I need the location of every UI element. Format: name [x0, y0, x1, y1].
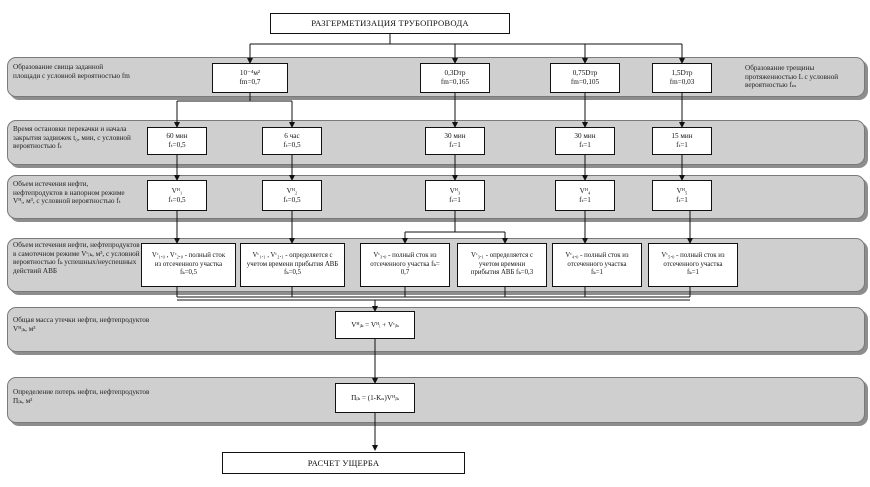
leak-area-prob: fm=0,7: [239, 78, 261, 86]
stop-time-box-5: 15 мин fₜ=1: [652, 127, 712, 155]
pressure-volume-box-2: Vᴴ₂ fₜ=0,5: [262, 180, 322, 211]
stop-time-value: 6 час: [284, 132, 300, 141]
gravity-volume-line1: Vᶜ₁.₀ , Vᶜ₂.₀ - полный сток: [151, 252, 226, 260]
gravity-volume-line1: Vᶜ₄.₀ - полный сток из: [565, 252, 629, 260]
gravity-volume-line3: fₖ=0,5: [179, 269, 198, 277]
losses-formula-box: Пᵢₖ = (1-Kₙ)Vᴴᵢₖ: [335, 383, 415, 413]
leak-area-value: 0,3Dтр: [444, 69, 466, 78]
title-box: РАЗГЕРМЕТИЗАЦИЯ ТРУБОПРОВОДА: [270, 13, 510, 34]
stop-time-value: 15 мин: [671, 132, 693, 141]
pressure-volume-value: Vᴴ₃: [449, 186, 461, 195]
gravity-volume-line1: Vᶜ₁.₁ , Vᶜ₂.₁ - определяется с: [252, 252, 333, 260]
gravity-volume-line2: учетом времени: [478, 260, 526, 268]
pressure-volume-value: Vᴴ₅: [676, 186, 688, 195]
gravity-volume-line3: 0,7: [400, 269, 410, 277]
total-mass-formula: Vᴴᵢₖ = Vᴴᵢ + Vᶜᵢₖ: [351, 320, 399, 329]
gravity-volume-line1: Vᶜ₅.₀ - полный сток из: [661, 252, 725, 260]
total-mass-formula-box: Vᴴᵢₖ = Vᴴᵢ + Vᶜᵢₖ: [335, 311, 415, 339]
pressure-volume-prob: fₜ=0,5: [283, 195, 301, 204]
leak-area-value: 0,75Dтр: [572, 69, 598, 78]
pressure-volume-prob: fₜ=0,5: [168, 195, 186, 204]
leak-area-prob: fm=0,03: [669, 78, 695, 86]
leak-area-box-3: 0,75Dтр fm=0,105: [550, 63, 620, 93]
gravity-volume-line1: Vᶜ₃.₁ - определяется с: [470, 252, 534, 260]
losses-formula: Пᵢₖ = (1-Kₙ)Vᴴᵢₖ: [351, 393, 399, 402]
gravity-volume-line1: Vᶜ₃.₀ - полный сток из: [373, 252, 437, 260]
leak-area-box-1: 10⁻⁴м² fm=0,7: [212, 63, 288, 93]
gravity-volume-box-6: Vᶜ₅.₀ - полный сток из отсеченного участ…: [648, 243, 738, 287]
stop-time-value: 30 мин: [574, 132, 596, 141]
stop-time-prob: fₜ=1: [579, 141, 591, 149]
stop-time-box-4: 30 мин fₜ=1: [555, 127, 615, 155]
gravity-volume-box-5: Vᶜ₄.₀ - полный сток из отсеченного участ…: [552, 243, 642, 287]
pressure-volume-box-4: Vᴴ₄ fₜ=1: [555, 180, 615, 211]
band-label-total-mass: Общая масса утечки нефти, нефтепродуктов…: [13, 316, 150, 333]
pressure-volume-prob: fₜ=1: [676, 195, 688, 204]
leak-area-value: 10⁻⁴м²: [239, 69, 261, 78]
pressure-volume-value: Vᴴ₂: [286, 186, 298, 195]
stop-time-box-2: 6 час fₜ=0,5: [262, 127, 322, 155]
gravity-volume-line3: fₖ=1: [687, 269, 699, 277]
band-label-gravity-volume: Объем истечения нефти, нефтепродуктов в …: [13, 241, 140, 275]
stop-time-value: 30 мин: [444, 132, 466, 141]
pressure-volume-value: Vᴴ₁: [171, 186, 183, 195]
band-label-stop-time: Время остановки перекачки и начала закры…: [13, 125, 131, 151]
stop-time-prob: fₜ=1: [449, 141, 461, 149]
gravity-volume-line2: отсеченного участка: [567, 260, 627, 268]
gravity-volume-box-3: Vᶜ₃.₀ - полный сток из отсеченного участ…: [360, 243, 450, 287]
stop-time-prob: fₜ=0,5: [168, 141, 186, 149]
band-losses: [7, 377, 865, 423]
leak-area-prob: fm=0,165: [440, 78, 470, 86]
band-total-mass: [7, 307, 865, 352]
gravity-volume-line3: fₖ=0,5: [283, 269, 302, 277]
pressure-volume-value: Vᴴ₄: [579, 186, 591, 195]
stop-time-prob: fₜ=0,5: [283, 141, 301, 149]
band-label-pressure-volume: Объем истечения нефти, нефтепродуктов в …: [13, 180, 125, 206]
stop-time-box-3: 30 мин fₜ=1: [425, 127, 485, 155]
right-note-crack: Образование трещины протяженностью L с у…: [745, 64, 839, 90]
gravity-volume-box-4: Vᶜ₃.₁ - определяется с учетом времени пр…: [457, 243, 547, 287]
gravity-volume-line3: fₖ=1: [591, 269, 603, 277]
stop-time-prob: fₜ=1: [676, 141, 688, 149]
pressure-volume-box-1: Vᴴ₁ fₜ=0,5: [147, 180, 207, 211]
final-box: РАСЧЕТ УЩЕРБА: [222, 452, 465, 474]
pressure-volume-prob: fₜ=1: [579, 195, 591, 204]
leak-area-box-4: 1,5Dтр fm=0,03: [652, 63, 712, 93]
gravity-volume-line3: прибытия АВБ fₖ=0,3: [470, 269, 534, 277]
gravity-volume-box-1: Vᶜ₁.₀ , Vᶜ₂.₀ - полный сток из отсеченно…: [141, 243, 236, 287]
stop-time-box-1: 60 мин fₜ=0,5: [147, 127, 207, 155]
leak-area-value: 1,5Dтр: [671, 69, 693, 78]
gravity-volume-line2: из отсеченного участка: [154, 260, 223, 268]
gravity-volume-line2: отсеченного участка: [663, 260, 723, 268]
band-label-leak-area: Образование свища заданной площади с усл…: [13, 63, 130, 80]
band-label-losses: Определение потерь нефти, нефтепродуктов…: [13, 388, 150, 405]
leak-area-prob: fm=0,105: [570, 78, 600, 86]
gravity-volume-box-2: Vᶜ₁.₁ , Vᶜ₂.₁ - определяется с учетом вр…: [240, 243, 345, 287]
pressure-volume-box-5: Vᴴ₅ fₜ=1: [652, 180, 712, 211]
gravity-volume-line2: учетом времени прибытия АВБ: [246, 260, 339, 268]
final-text: РАСЧЕТ УЩЕРБА: [307, 457, 380, 468]
leak-area-box-2: 0,3Dтр fm=0,165: [420, 63, 490, 93]
stop-time-value: 60 мин: [166, 132, 188, 141]
gravity-volume-line2: отсеченного участка fₖ=: [370, 260, 440, 268]
title-text: РАЗГЕРМЕТИЗАЦИЯ ТРУБОПРОВОДА: [311, 18, 469, 29]
pressure-volume-box-3: Vᴴ₃ fₜ=1: [425, 180, 485, 211]
pressure-volume-prob: fₜ=1: [449, 195, 461, 204]
